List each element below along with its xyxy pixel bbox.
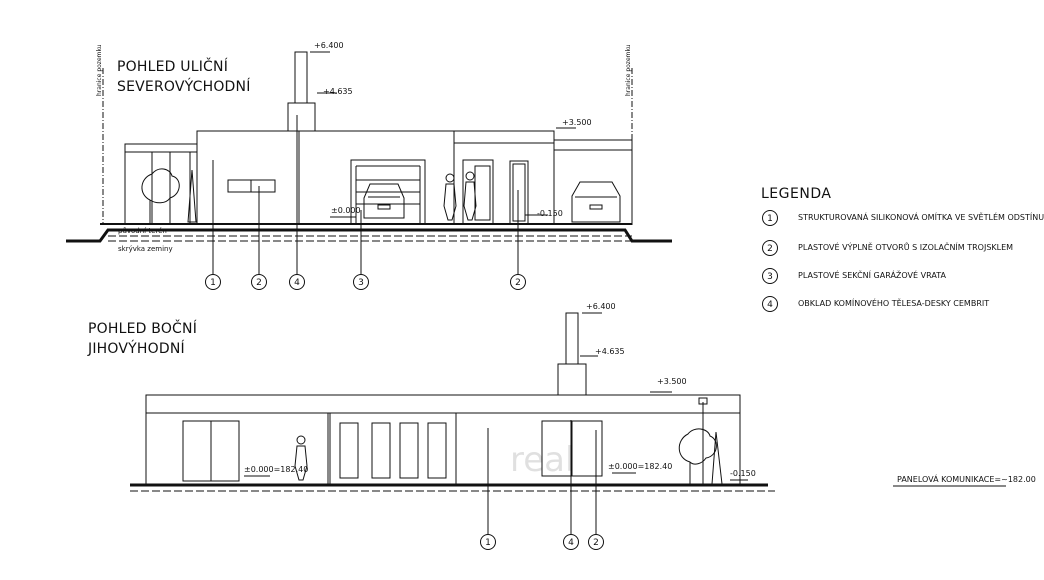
side-view-title-line1: POHLED BOČNÍ (88, 321, 198, 337)
legend-item-3-text: PLASTOVÉ SEKČNÍ GARÁŽOVÉ VRATA (798, 271, 946, 280)
front-view-title-line1: POHLED ULIČNÍ (117, 59, 229, 75)
legend-item-3-num: 3 (762, 268, 778, 284)
legend-item-4-text: OBKLAD KOMÍNOVÉHO TĚLESA-DESKY CEMBRIT (798, 299, 990, 308)
front-callout-3: 3 (353, 274, 369, 290)
label-original-terrain: původní terén (118, 227, 167, 235)
legend-item-1-num: 1 (762, 210, 778, 226)
watermark: real (510, 440, 575, 480)
front-level-terrain: -0.150 (537, 209, 563, 218)
front-elevation (66, 51, 672, 274)
side-level-upper: +4.635 (595, 347, 625, 356)
side-level-terrain: -0.150 (730, 469, 756, 478)
front-callout-2b: 2 (510, 274, 526, 290)
side-callout-4: 4 (563, 534, 579, 550)
legend-item-1-text: STRUKTUROVANÁ SILIKONOVÁ OMÍTKA VE SVĚTL… (798, 213, 1044, 222)
plot-boundary-right: hranice pozemku (625, 44, 632, 96)
side-level-zero-right: ±0.000=182.40 (608, 462, 673, 471)
side-level-zero-left: ±0.000=182.40 (244, 465, 309, 474)
front-view-title-line2: SEVEROVÝCHODNÍ (117, 79, 251, 95)
side-level-attic: +3.500 (657, 377, 687, 386)
front-callout-4: 4 (289, 274, 305, 290)
legend-item-2-text: PLASTOVÉ VÝPLNĚ OTVORŮ S IZOLAČNÍM TROJS… (798, 243, 1014, 252)
front-level-attic: +3.500 (562, 118, 592, 127)
legend-title: LEGENDA (761, 186, 832, 202)
side-callout-1: 1 (480, 534, 496, 550)
side-callout-2: 2 (588, 534, 604, 550)
label-topsoil: skrývka zeminy (118, 245, 173, 253)
legend-item-4-num: 4 (762, 296, 778, 312)
legend-item-2-num: 2 (762, 240, 778, 256)
plot-boundary-left: hranice pozemku (96, 44, 103, 96)
front-callout-1: 1 (205, 274, 221, 290)
road-label: PANELOVÁ KOMUNIKACE=~182.00 (897, 475, 1036, 484)
front-callout-2: 2 (251, 274, 267, 290)
front-level-chimney-top: +6.400 (314, 41, 344, 50)
side-level-chimney-top: +6.400 (586, 302, 616, 311)
side-view-title-line2: JIHOVÝHODNÍ (88, 341, 185, 357)
side-elevation (130, 312, 1006, 534)
front-level-zero: ±0.000 (331, 206, 361, 215)
front-level-upper: +4.635 (323, 87, 353, 96)
